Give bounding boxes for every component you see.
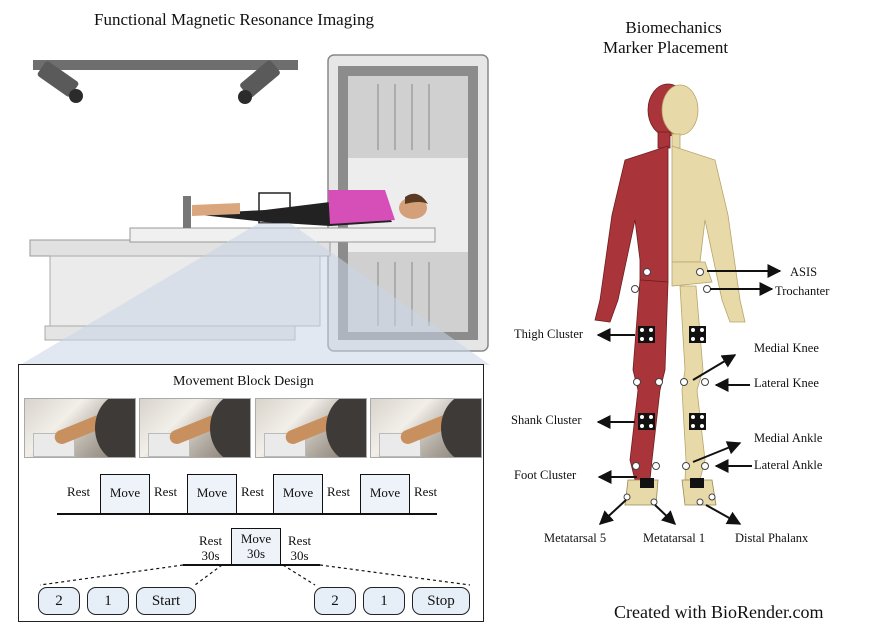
fmri-scanner-illustration — [20, 54, 490, 365]
label-foot-cluster: Foot Cluster — [514, 468, 577, 482]
timeline-rest: Rest — [67, 484, 91, 499]
label-arrows — [596, 264, 782, 525]
block-design-title: Movement Block Design — [173, 374, 314, 389]
timeline-move-block: Move — [100, 474, 150, 514]
label-distal-phalanx: Distal Phalanx — [735, 531, 809, 545]
timeline-rest: Rest — [154, 484, 178, 499]
zoom-projection — [20, 223, 490, 365]
movement-photo — [139, 398, 251, 458]
skeleton-half-body — [661, 84, 746, 481]
timeline-move-block: Move — [187, 474, 237, 514]
movement-photo — [370, 398, 482, 458]
biomech-title: Biomechanics Marker Placement — [603, 18, 729, 57]
countdown-start-1: 1 — [87, 587, 129, 615]
camera-icon — [238, 60, 280, 104]
label-medial-knee: Medial Knee — [754, 341, 819, 355]
timeline-move-block: Move — [360, 474, 410, 514]
block-timeline-lines — [39, 513, 471, 586]
countdown-start-label: Start — [136, 587, 196, 615]
timeline-move-block: Move — [273, 474, 323, 514]
scanner-coil-top — [348, 76, 468, 158]
movement-photo — [24, 398, 136, 458]
label-metatarsal-5: Metatarsal 5 — [544, 531, 607, 545]
timeline-rest: Rest — [327, 484, 351, 499]
timeline-rest: Rest — [414, 484, 438, 499]
marker-clusters — [638, 326, 706, 488]
timeline-rest: Rest — [241, 484, 265, 499]
label-metatarsal-1: Metatarsal 1 — [643, 531, 706, 545]
biorender-credit: Created with BioRender.com — [614, 602, 824, 622]
label-thigh-cluster: Thigh Cluster — [514, 327, 584, 341]
countdown-stop-label: Stop — [412, 587, 470, 615]
label-asis: ASIS — [790, 265, 818, 279]
label-shank-cluster: Shank Cluster — [511, 413, 582, 427]
label-medial-ankle: Medial Ankle — [754, 431, 823, 445]
body-marker-illustration — [594, 83, 782, 525]
camera-icon — [37, 61, 83, 103]
fmri-title: Functional Magnetic Resonance Imaging — [94, 10, 374, 29]
movement-photo — [255, 398, 367, 458]
label-lateral-ankle: Lateral Ankle — [754, 458, 823, 472]
countdown-start-2: 2 — [38, 587, 80, 615]
countdown-stop-2: 2 — [314, 587, 356, 615]
camera-rail — [33, 60, 298, 70]
label-trochanter: Trochanter — [775, 284, 830, 298]
reflective-markers — [623, 268, 716, 506]
countdown-stop-1: 1 — [363, 587, 405, 615]
patient-figure — [183, 190, 428, 228]
label-lateral-knee: Lateral Knee — [754, 376, 819, 390]
